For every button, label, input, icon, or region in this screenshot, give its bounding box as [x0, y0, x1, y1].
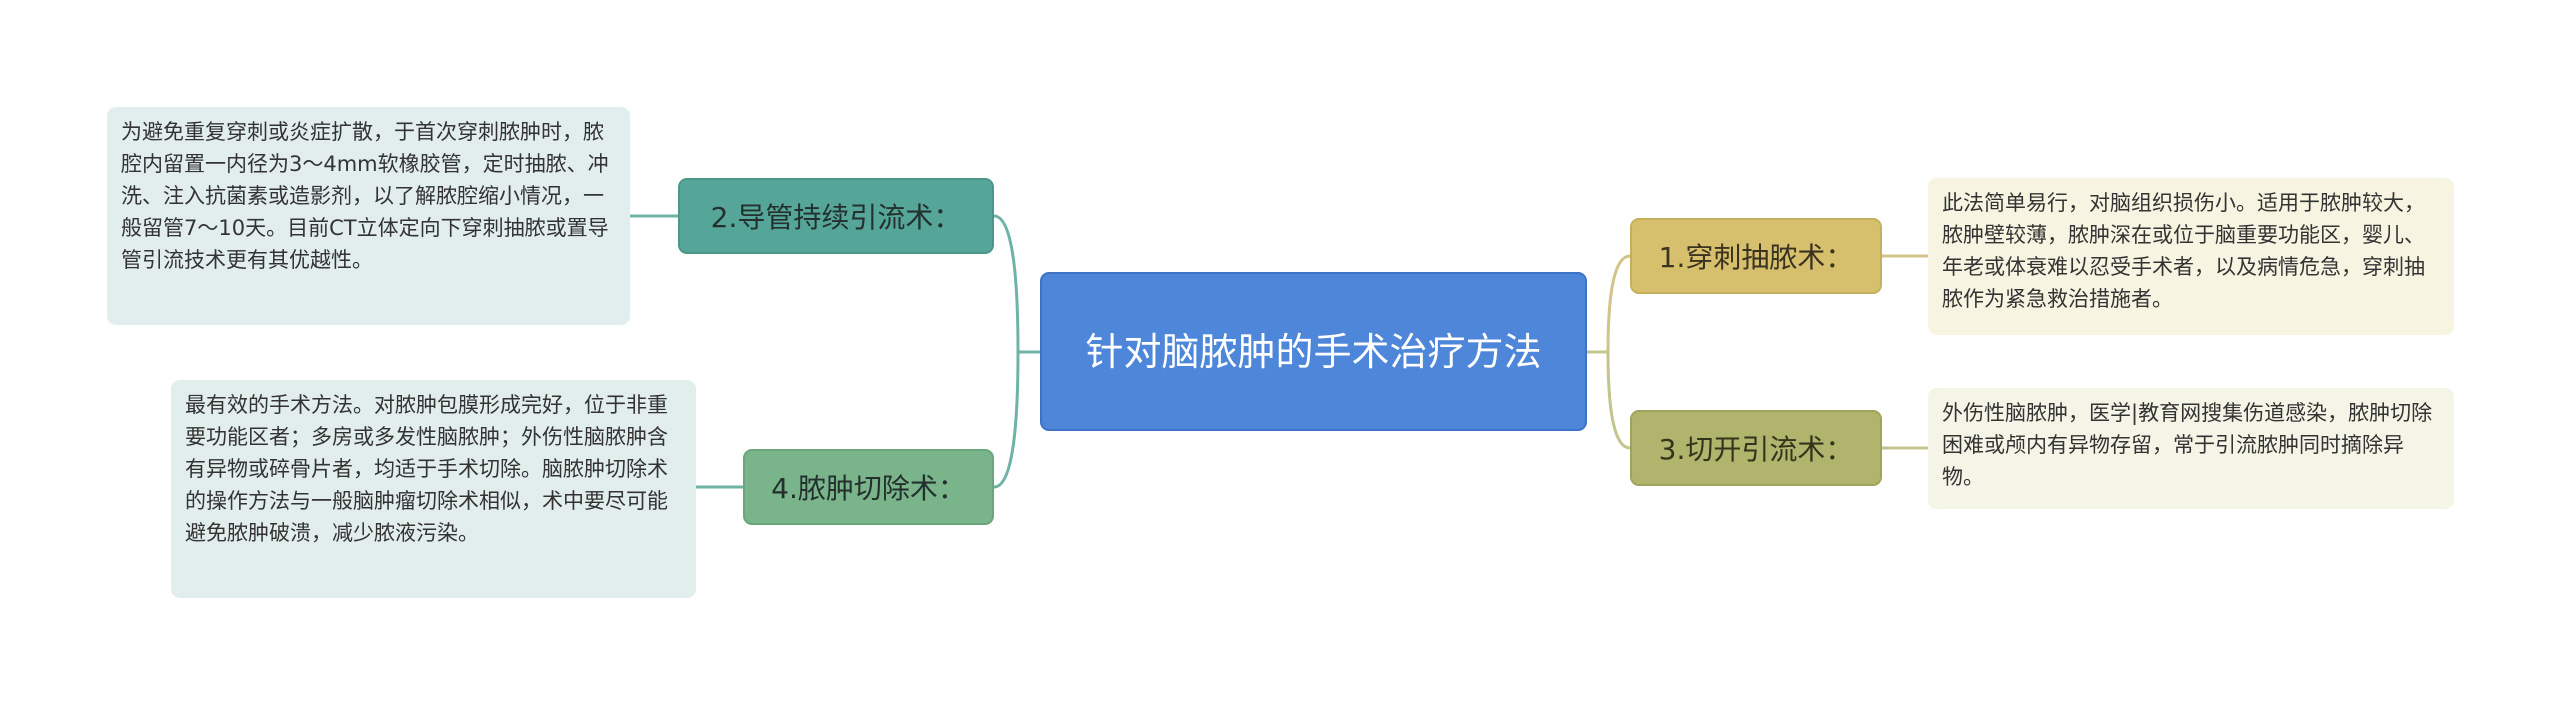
- detail-text: 最有效的手术方法。对脓肿包膜形成完好，位于非重要功能区者；多房或多发性脑脓肿；外…: [185, 393, 668, 545]
- link-central-to-b3: [1587, 350, 1631, 450]
- branch-puncture-aspiration[interactable]: 1.穿刺抽脓术：: [1630, 218, 1882, 294]
- detail-text: 此法简单易行，对脑组织损伤小。适用于脓肿较大，脓肿壁较薄，脓肿深在或位于脑重要功…: [1942, 191, 2425, 311]
- link-central-to-b4: [993, 350, 1040, 489]
- branch-label: 1.穿刺抽脓术：: [1658, 241, 1854, 274]
- detail-abscess-excision[interactable]: 最有效的手术方法。对脓肿包膜形成完好，位于非重要功能区者；多房或多发性脑脓肿；外…: [171, 380, 696, 598]
- detail-puncture-aspiration[interactable]: 此法简单易行，对脑组织损伤小。适用于脓肿较大，脓肿壁较薄，脓肿深在或位于脑重要功…: [1928, 178, 2454, 335]
- branch-abscess-excision[interactable]: 4.脓肿切除术：: [743, 449, 994, 525]
- detail-incision-drainage[interactable]: 外伤性脑脓肿，医学|教育网搜集伤道感染，脓肿切除困难或颅内有异物存留，常于引流脓…: [1928, 388, 2454, 509]
- detail-text: 为避免重复穿刺或炎症扩散，于首次穿刺脓肿时，脓腔内留置一内径为3～4mm软橡胶管…: [121, 120, 609, 272]
- link-central-to-b1: [1587, 254, 1631, 354]
- central-topic[interactable]: 针对脑脓肿的手术治疗方法: [1040, 272, 1587, 431]
- link-central-to-b2: [993, 214, 1040, 354]
- central-topic-label: 针对脑脓肿的手术治疗方法: [1085, 329, 1542, 374]
- detail-catheter-drainage[interactable]: 为避免重复穿刺或炎症扩散，于首次穿刺脓肿时，脓腔内留置一内径为3～4mm软橡胶管…: [107, 107, 630, 325]
- branch-label: 4.脓肿切除术：: [771, 472, 966, 505]
- branch-label: 3.切开引流术：: [1658, 433, 1854, 466]
- branch-label: 2.导管持续引流术：: [710, 201, 962, 234]
- branch-incision-drainage[interactable]: 3.切开引流术：: [1630, 410, 1882, 486]
- branch-catheter-drainage[interactable]: 2.导管持续引流术：: [678, 178, 994, 254]
- detail-text: 外伤性脑脓肿，医学|教育网搜集伤道感染，脓肿切除困难或颅内有异物存留，常于引流脓…: [1942, 401, 2433, 489]
